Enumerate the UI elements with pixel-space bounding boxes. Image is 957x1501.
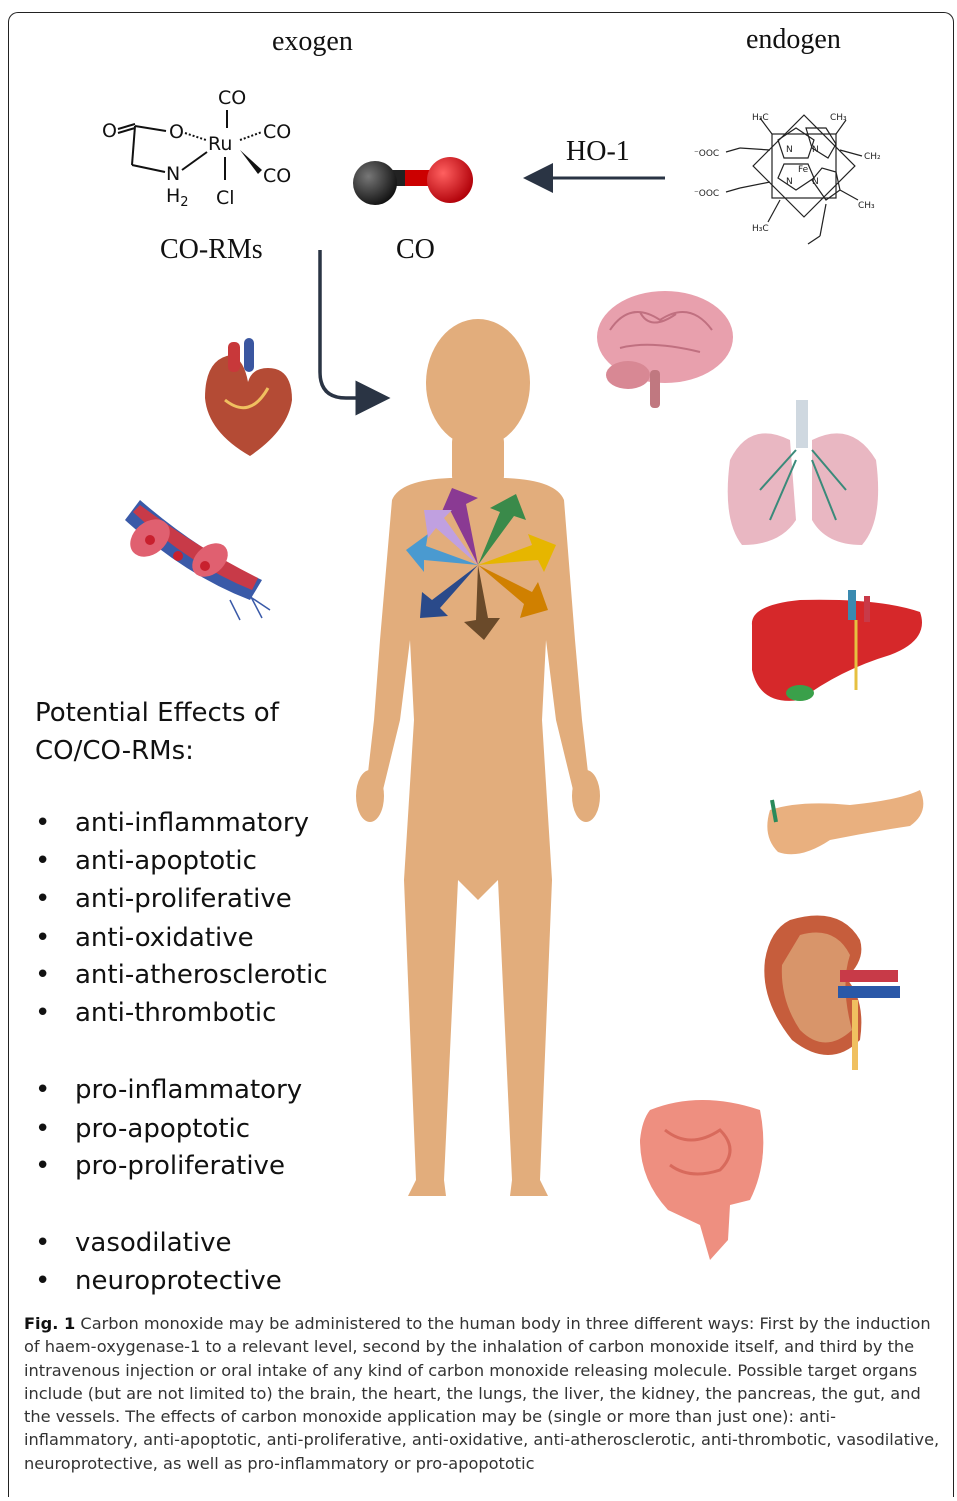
- ru-co-top: CO: [218, 87, 246, 109]
- svg-text:N: N: [812, 177, 819, 187]
- corms-label: CO-RMs: [160, 234, 263, 266]
- svg-text:H₃C: H₃C: [752, 113, 769, 123]
- effects-panel: Potential Effects of CO/CO-RMs: •anti-in…: [35, 694, 279, 770]
- endogen-label: endogen: [746, 24, 841, 56]
- lungs-icon: [728, 400, 878, 545]
- effects-heading-line1: Potential Effects of: [35, 694, 279, 732]
- svg-text:H₃C: H₃C: [752, 224, 769, 234]
- heart-icon: [205, 338, 292, 456]
- exogen-label: exogen: [272, 26, 353, 58]
- svg-text:N: N: [786, 177, 793, 187]
- ru-cl: Cl: [216, 187, 235, 209]
- gut-icon: [640, 1100, 763, 1260]
- kidney-icon: [764, 916, 900, 1071]
- figure-caption: Fig. 1 Carbon monoxide may be administer…: [24, 1312, 944, 1475]
- co-molecule-icon: [353, 157, 473, 205]
- svg-text:⁻OOC: ⁻OOC: [694, 189, 719, 199]
- ru-o-carbonyl: O: [102, 120, 117, 142]
- pancreas-icon: [767, 790, 923, 854]
- svg-text:N: N: [812, 145, 819, 155]
- ru-n-atom: N: [166, 163, 180, 185]
- caption-text: Carbon monoxide may be administered to t…: [24, 1314, 939, 1473]
- svg-text:⁻OOC: ⁻OOC: [694, 149, 719, 159]
- vessel-icon: [123, 500, 270, 620]
- caption-label: Fig. 1: [24, 1314, 75, 1333]
- exogen-arrow: [320, 250, 380, 398]
- ru-co-right-lower: CO: [263, 165, 291, 187]
- ru-o-atom: O: [169, 121, 184, 143]
- human-body-icon: [356, 319, 600, 1196]
- ru-atom: Ru: [208, 133, 232, 155]
- brain-icon: [597, 291, 733, 408]
- ru-co-right-upper: CO: [263, 121, 291, 143]
- ru-complex-structure: CO Ru O O N H2 CO CO Cl: [102, 87, 291, 210]
- heme-structure: [726, 115, 862, 236]
- svg-text:CH₃: CH₃: [830, 113, 847, 123]
- svg-text:Fe: Fe: [798, 165, 809, 175]
- ru-h2: H2: [166, 185, 189, 210]
- liver-icon: [752, 590, 922, 701]
- ho1-label: HO-1: [566, 136, 630, 168]
- svg-text:CH₃: CH₃: [858, 201, 875, 211]
- effects-heading-line2: CO/CO-RMs:: [35, 732, 279, 770]
- co-label: CO: [396, 234, 435, 266]
- svg-text:N: N: [786, 145, 793, 155]
- svg-text:CH₂: CH₂: [864, 152, 881, 162]
